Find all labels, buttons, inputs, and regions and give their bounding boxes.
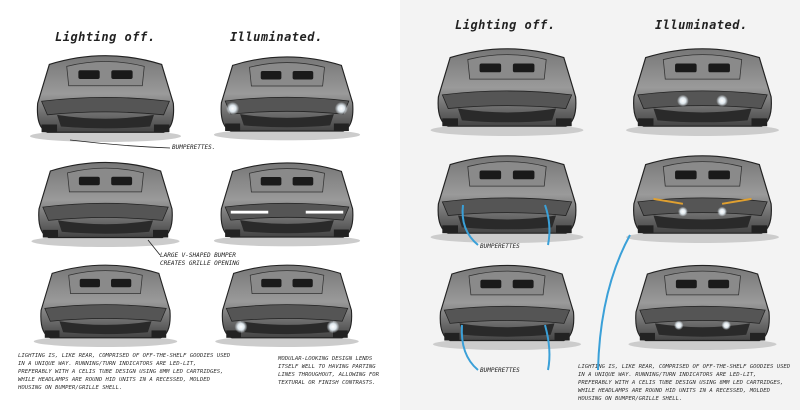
title-illuminated: Illuminated. [655,18,748,32]
car-sketch-row3-illuminated [212,255,362,347]
car-sketch-row1-off [422,38,592,136]
right-sketch-panel: Lighting off. Illuminated. Bumperettes B… [400,0,800,410]
title-illuminated: Illuminated. [230,30,323,44]
car-sketch-row3-off [28,255,183,347]
car-sketch-row2-off [422,145,592,243]
note-lighting: Lighting is, like rear, comprised of off… [18,353,231,391]
title-lighting-off: Lighting off. [55,30,156,44]
note-modular-design: Modular-looking design lends itself well… [278,356,380,386]
annotation-v-bumper: Large V-shaped bumper creates grille ope… [160,252,239,268]
annotation-bumperettes: Bumperettes. [172,144,216,151]
annotation-bumperettes-upper: Bumperettes [480,243,520,250]
left-sketch-panel: Lighting off. Illuminated. Bumperettes. … [18,30,380,391]
annotation-v-bumper-line2: creates grille opening [160,260,240,267]
annotation-v-bumper-line1: Large V-shaped bumper [160,252,236,259]
car-sketch-row2-illuminated [615,145,790,243]
car-sketch-row2-illuminated [212,152,362,247]
title-lighting-off: Lighting off. [455,18,556,32]
car-sketch-row1-illuminated [212,45,362,142]
car-sketch-row3-off [422,255,592,350]
car-sketch-row1-off [28,45,183,142]
car-sketch-row1-illuminated [615,38,790,136]
annotation-bumperettes-lower: Bumperettes [480,367,520,374]
car-sketch-row3-illuminated [615,255,790,350]
car-sketch-row2-off [28,152,183,247]
note-lighting: Lighting is, like rear, comprised of off… [578,364,791,402]
